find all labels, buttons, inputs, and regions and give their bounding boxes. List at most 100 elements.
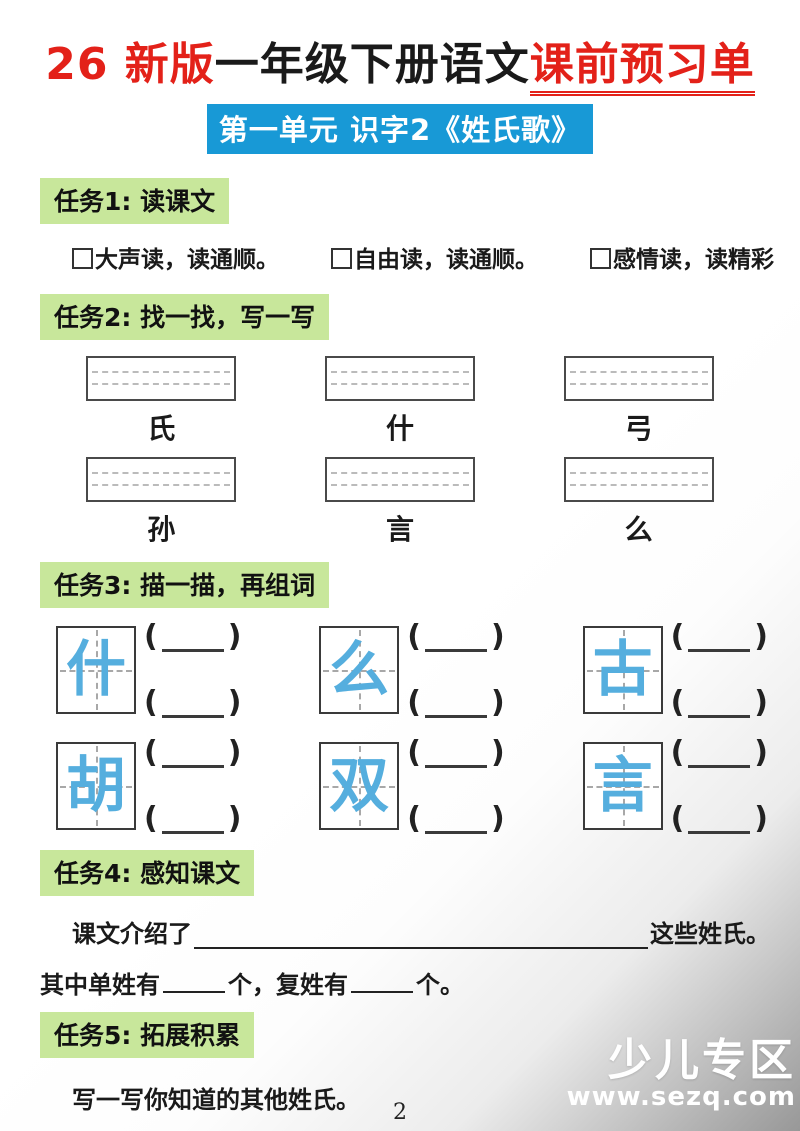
sentence-suffix: 这些姓氏。: [650, 920, 770, 948]
paren-open: (: [407, 619, 421, 654]
blank-line: [161, 628, 224, 652]
task1-header: 任务1: 读课文: [40, 178, 230, 224]
task4-sentence-1: 课文介绍了 这些姓氏。: [72, 914, 770, 949]
word-blank[interactable]: (): [407, 735, 505, 770]
trace-group: 什 () (): [56, 622, 241, 718]
tianzige-box[interactable]: 胡: [56, 742, 136, 830]
word-blank[interactable]: (): [144, 688, 241, 718]
task5-prompt: 写一写你知道的其他姓氏。: [72, 1080, 770, 1115]
trace-group: 么 () (): [319, 619, 505, 720]
trace-character: 古: [592, 635, 653, 705]
blank-line: [425, 744, 487, 768]
task1-option-3-label: 感情读，读精彩: [613, 247, 774, 273]
sentence2-b: 个，复姓有: [228, 971, 348, 999]
paren-open: (: [407, 735, 421, 770]
site-watermark: 少儿专区 www.sezq.com: [566, 1037, 796, 1112]
trace-character: 么: [329, 635, 390, 705]
task1-option-3: 感情读，读精彩: [590, 236, 786, 276]
paren-close: ): [227, 619, 242, 654]
word-blank[interactable]: (): [144, 738, 241, 768]
pinyin-writing-box[interactable]: [86, 457, 237, 502]
task2-character: 弓: [624, 412, 653, 445]
word-blank[interactable]: (): [407, 801, 505, 836]
tianzige-box[interactable]: 么: [319, 626, 400, 714]
checkbox-icon[interactable]: [590, 248, 611, 269]
word-blank[interactable]: (): [671, 688, 768, 718]
tianzige-box[interactable]: 言: [582, 742, 663, 830]
paren-open: (: [407, 801, 421, 836]
paren-close: ): [754, 685, 768, 720]
paren-close: ): [491, 619, 505, 654]
page-title: 26 新版一年级下册语文课前预习单: [0, 0, 800, 96]
site-watermark-url: www.sezq.com: [566, 1081, 796, 1112]
trace-group: 古 () (): [582, 622, 768, 718]
task4-sentence-2: 其中单姓有 个，复姓有 个。: [40, 965, 770, 1000]
paren-close: ): [227, 735, 242, 770]
tianzige-box[interactable]: 双: [319, 742, 400, 830]
blank-line: [161, 744, 224, 768]
checkbox-icon[interactable]: [331, 248, 352, 269]
paren-open: (: [144, 735, 158, 770]
word-blank[interactable]: (): [144, 804, 241, 834]
blank-line: [425, 694, 487, 718]
unit-banner: 第一单元 识字2《姓氏歌》: [206, 104, 594, 154]
title-middle: 一年级下册语文: [214, 39, 530, 90]
paren-close: ): [227, 685, 242, 720]
word-blank[interactable]: (): [144, 622, 241, 652]
task1-option-2-label: 自由读，读通顺。: [354, 247, 538, 273]
task2-grid: 氏 什 弓 孙 言 么: [42, 356, 758, 552]
pinyin-writing-box[interactable]: [324, 457, 475, 502]
sentence2-c: 个。: [416, 971, 464, 999]
word-blank[interactable]: (): [671, 738, 768, 768]
task2-character: 么: [624, 513, 653, 546]
trace-character: 胡: [66, 751, 126, 821]
trace-group: 胡 () (): [56, 738, 241, 834]
title-prefix: 26 新版: [45, 39, 215, 90]
task2-character: 什: [385, 412, 414, 445]
word-blank[interactable]: (): [671, 804, 768, 834]
paren-open: (: [670, 735, 685, 770]
task2-cell: 弓: [563, 356, 714, 451]
sentence-prefix: 课文介绍了: [72, 920, 192, 948]
word-blank[interactable]: (): [407, 685, 505, 720]
blank-line: [688, 694, 751, 718]
paren-close: ): [491, 685, 505, 720]
word-blank[interactable]: (): [671, 622, 768, 652]
sentence2-a: 其中单姓有: [40, 971, 160, 999]
pinyin-writing-box[interactable]: [563, 356, 714, 401]
task5-prompt-text: 写一写你知道的其他姓氏。: [72, 1086, 360, 1114]
word-blank[interactable]: (): [407, 619, 505, 654]
word-blanks: () (): [407, 619, 505, 720]
paren-open: (: [144, 801, 158, 836]
task2-cell: 什: [324, 356, 475, 451]
blank-line: [425, 810, 487, 834]
task1-option-1-label: 大声读，读通顺。: [95, 247, 279, 273]
fill-in-blank[interactable]: [351, 971, 413, 993]
paren-open: (: [144, 619, 158, 654]
pinyin-writing-box[interactable]: [86, 356, 237, 401]
paren-open: (: [670, 685, 685, 720]
blank-line: [688, 744, 751, 768]
paren-close: ): [227, 801, 242, 836]
checkbox-icon[interactable]: [72, 248, 93, 269]
task2-cell: 言: [324, 457, 475, 552]
word-blanks: () (): [407, 735, 505, 836]
word-blanks: () (): [144, 738, 241, 834]
tianzige-box[interactable]: 什: [56, 626, 136, 714]
pinyin-writing-box[interactable]: [563, 457, 714, 502]
task5-header: 任务5: 拓展积累: [40, 1012, 255, 1058]
pinyin-writing-box[interactable]: [324, 356, 475, 401]
paren-open: (: [670, 801, 685, 836]
paren-close: ): [754, 801, 768, 836]
fill-in-blank[interactable]: [163, 971, 225, 993]
task2-cell: 氏: [86, 356, 237, 451]
fill-in-blank[interactable]: [194, 919, 648, 949]
task2-header: 任务2: 找一找，写一写: [40, 294, 330, 340]
tianzige-box[interactable]: 古: [582, 626, 663, 714]
task2-character: 氏: [147, 412, 176, 445]
blank-line: [161, 694, 224, 718]
task1-checklist: 大声读，读通顺。 自由读，读通顺。 感情读，读精彩: [72, 236, 786, 276]
task2-cell: 孙: [86, 457, 237, 552]
paren-close: ): [491, 735, 505, 770]
